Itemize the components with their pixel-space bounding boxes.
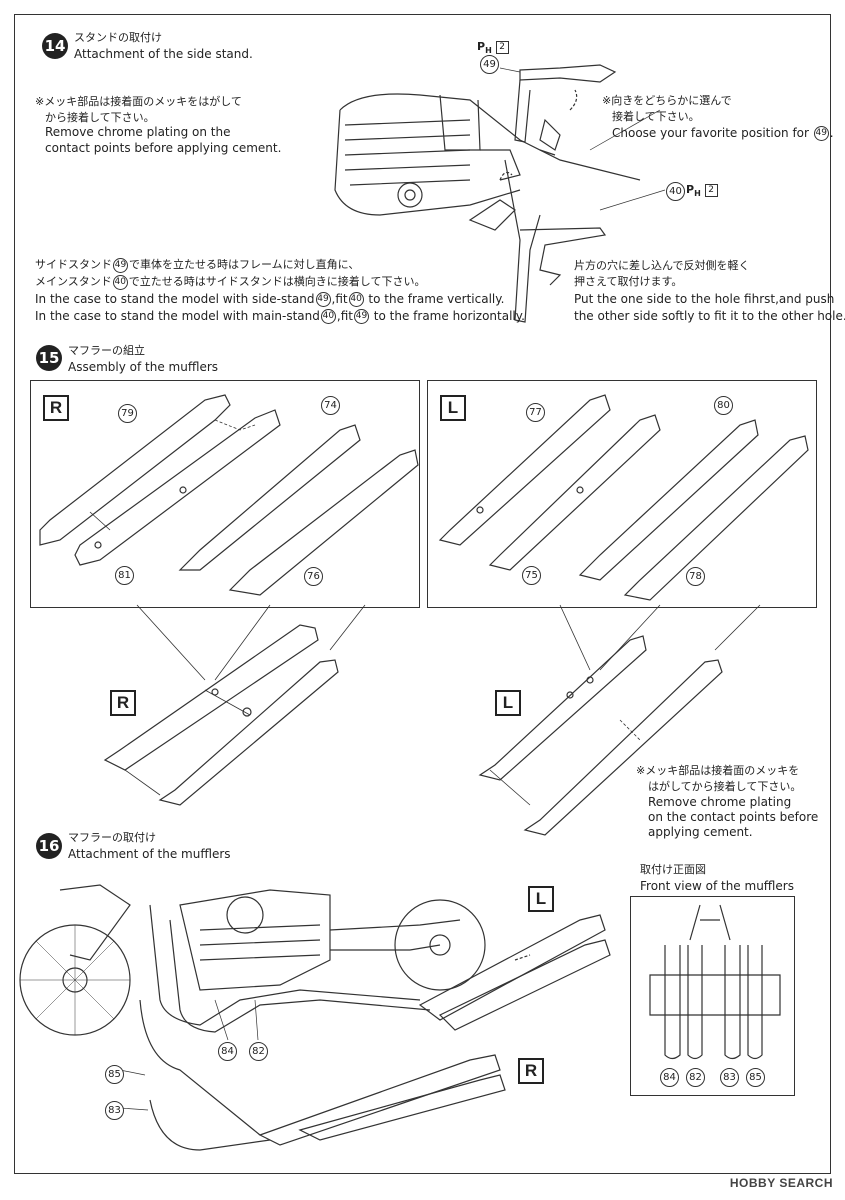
ph-label: P (477, 40, 486, 53)
step-14-note-en-1: Remove chrome plating on the (45, 125, 231, 139)
side-en-1a: In the case to stand the model with side… (35, 292, 315, 306)
step-14-side-en-2: In the case to stand the model with main… (35, 308, 525, 324)
side-en-1-part-b: 40 (348, 292, 364, 307)
step-14-choose-en: Choose your favorite position for 49. (612, 126, 834, 141)
part-49-callout: 49 (480, 55, 499, 74)
step-14-title-jp: スタンドの取付け (74, 31, 162, 44)
ph-sub-2: H (694, 189, 701, 199)
watermark: HOBBY SEARCH (729, 1176, 833, 1190)
part-80: 80 (714, 396, 733, 415)
part-79: 79 (118, 404, 137, 423)
step-15-note-jp-1: ※メッキ部品は接着面のメッキを (636, 764, 800, 777)
front-part-85: 85 (746, 1068, 765, 1087)
ph-label-2: P (686, 183, 695, 196)
front-view-title-jp: 取付け正面図 (640, 863, 706, 876)
side-jp-2a: メインスタンド (35, 275, 112, 288)
panel-badge-r: R (43, 395, 69, 421)
part-82: 82 (249, 1042, 268, 1061)
step-16-number: 16 (36, 833, 62, 859)
step-15-note-jp-2: はがしてから接着して下さい。 (648, 780, 802, 793)
front-part-84: 84 (660, 1068, 679, 1087)
part-40-callout: 40 (666, 182, 685, 201)
part-84: 84 (218, 1042, 237, 1061)
step-14-hole-jp-2: 押さえて取付けます。 (574, 275, 683, 288)
assembled-badge-l: L (495, 690, 521, 716)
part-75: 75 (522, 566, 541, 585)
step-14-hole-jp-1: 片方の穴に差し込んで反対側を軽く (574, 259, 750, 272)
step-14-note-jp-2: から接着して下さい。 (45, 111, 155, 124)
front-view-panel (630, 896, 795, 1096)
front-view-illustration (649, 904, 781, 1060)
side-en-2-part-b: 49 (353, 309, 369, 324)
ph-sub: H (485, 46, 492, 56)
step-14-side-en-1: In the case to stand the model with side… (35, 291, 504, 307)
step-14-number: 14 (42, 33, 68, 59)
step-14-note-jp-1: ※メッキ部品は接着面のメッキをはがして (35, 95, 242, 108)
left-parts-panel (427, 380, 817, 608)
part-81: 81 (115, 566, 134, 585)
part-77: 77 (526, 403, 545, 422)
step-14-note-en-2: contact points before applying cement. (45, 141, 282, 155)
muffler-badge-l: L (528, 886, 554, 912)
front-view-title-en: Front view of the mufflers (640, 879, 794, 893)
step-15-title-jp: マフラーの組立 (68, 344, 145, 357)
right-muffler-parts-illustration (39, 394, 419, 806)
right-parts-panel (30, 380, 420, 608)
side-en-2c: to the frame horizontally. (373, 309, 525, 323)
step-14-choose-jp-2: 接着して下さい。 (612, 110, 700, 123)
step-14-title-en: Attachment of the side stand. (74, 47, 253, 61)
step-14-hole-en-1: Put the one side to the hole fihrst,and … (574, 292, 835, 306)
part-83: 83 (105, 1101, 124, 1120)
ph-num-2: 2 (704, 183, 718, 197)
step-16-title-jp: マフラーの取付け (68, 831, 156, 844)
step-14-choose-jp-1: ※向きをどちらかに選んで (602, 94, 732, 107)
step-15-note-en-3: applying cement. (648, 825, 753, 839)
stand-assembly-illustration (334, 64, 666, 323)
step-16-title-en: Attachment of the mufflers (68, 847, 231, 861)
side-jp-1a: サイドスタンド (35, 258, 112, 271)
page-frame (14, 14, 831, 1174)
assembled-badge-r: R (110, 690, 136, 716)
part-78: 78 (686, 567, 705, 586)
choose-part-49: 49 (813, 126, 829, 141)
side-en-1b: ,fit (331, 292, 348, 306)
ph2-tag-40: PH 2 (686, 183, 718, 198)
choose-en-text: Choose your favorite position for (612, 126, 809, 140)
step-15-title-en: Assembly of the mufflers (68, 360, 219, 374)
side-jp-1-part: 49 (113, 257, 128, 273)
part-76: 76 (304, 567, 323, 586)
muffler-badge-r: R (518, 1058, 544, 1084)
side-jp-2b: で立たせる時はサイドスタンドは横向きに接着して下さい。 (128, 275, 426, 288)
step-15-note-en-1: Remove chrome plating (648, 795, 792, 809)
panel-badge-l: L (440, 395, 466, 421)
part-85: 85 (105, 1065, 124, 1084)
step-15-note-en-2: on the contact points before (648, 810, 819, 824)
front-part-83: 83 (720, 1068, 739, 1087)
side-en-2a: In the case to stand the model with main… (35, 309, 320, 323)
ph2-tag-49: PH 2 (477, 40, 509, 55)
step-14-hole-en-2: the other side softly to fit it to the o… (574, 309, 845, 323)
side-jp-1b: で車体を立たせる時はフレームに対し直角に、 (129, 258, 360, 271)
part-74: 74 (321, 396, 340, 415)
side-en-2b: ,fit (336, 309, 353, 323)
step-15-number: 15 (36, 345, 62, 371)
left-muffler-parts-illustration (438, 394, 809, 836)
side-en-1-part-a: 49 (315, 292, 331, 307)
side-en-2-part-a: 40 (320, 309, 336, 324)
side-en-1c: to the frame vertically. (368, 292, 505, 306)
muffler-attachment-illustration (19, 884, 611, 1151)
ph-num: 2 (495, 40, 509, 54)
side-jp-2-part: 40 (112, 274, 128, 290)
front-part-82: 82 (686, 1068, 705, 1087)
